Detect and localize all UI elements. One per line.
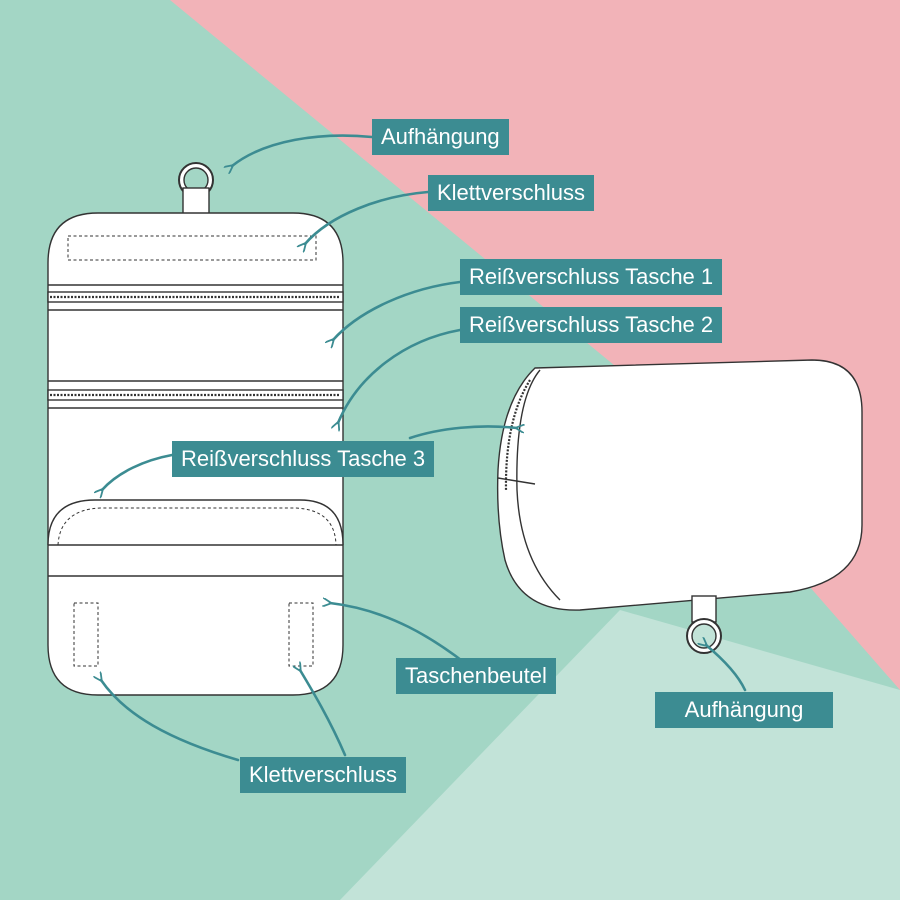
arrow-reissverschluss-2: [338, 328, 462, 423]
label-reissverschluss-tasche-1: Reißverschluss Tasche 1: [460, 259, 723, 295]
hanging-tab-top: [182, 187, 210, 215]
label-klettverschluss-bottom: Klettverschluss: [240, 757, 406, 793]
label-aufhaengung-right: Aufhängung: [655, 692, 833, 728]
closed-bag-drawing: [496, 359, 863, 654]
arrow-reissverschluss-3-left: [102, 453, 174, 490]
background-light-mint-region: [340, 610, 900, 900]
arrow-taschenbeutel: [330, 603, 467, 665]
hanging-tab-bottom: [691, 595, 717, 623]
arrow-klettverschluss-bottom-left: [101, 680, 240, 762]
arrow-aufhaengung-right: [706, 645, 747, 692]
background-pink-region: [170, 0, 900, 690]
velcro-strip-top: [67, 235, 317, 261]
label-reissverschluss-tasche-2: Reißverschluss Tasche 2: [460, 307, 723, 343]
pouch-flap: [47, 499, 344, 546]
arrow-klettverschluss-top: [305, 190, 430, 244]
label-taschenbeutel: Taschenbeutel: [396, 658, 556, 694]
velcro-tab-bottom-left: [73, 602, 99, 667]
label-reissverschluss-tasche-3: Reißverschluss Tasche 3: [172, 441, 435, 477]
label-aufhaengung-top: Aufhängung: [372, 119, 509, 155]
label-klettverschluss-top: Klettverschluss: [428, 175, 594, 211]
arrow-reissverschluss-3-right: [408, 426, 517, 440]
arrow-klettverschluss-bottom-right: [300, 670, 347, 757]
open-bag-drawing: [47, 162, 344, 696]
closed-bag-body: [496, 359, 863, 611]
arrow-aufhaengung-top: [232, 134, 374, 166]
arrow-reissverschluss-1: [333, 280, 462, 340]
